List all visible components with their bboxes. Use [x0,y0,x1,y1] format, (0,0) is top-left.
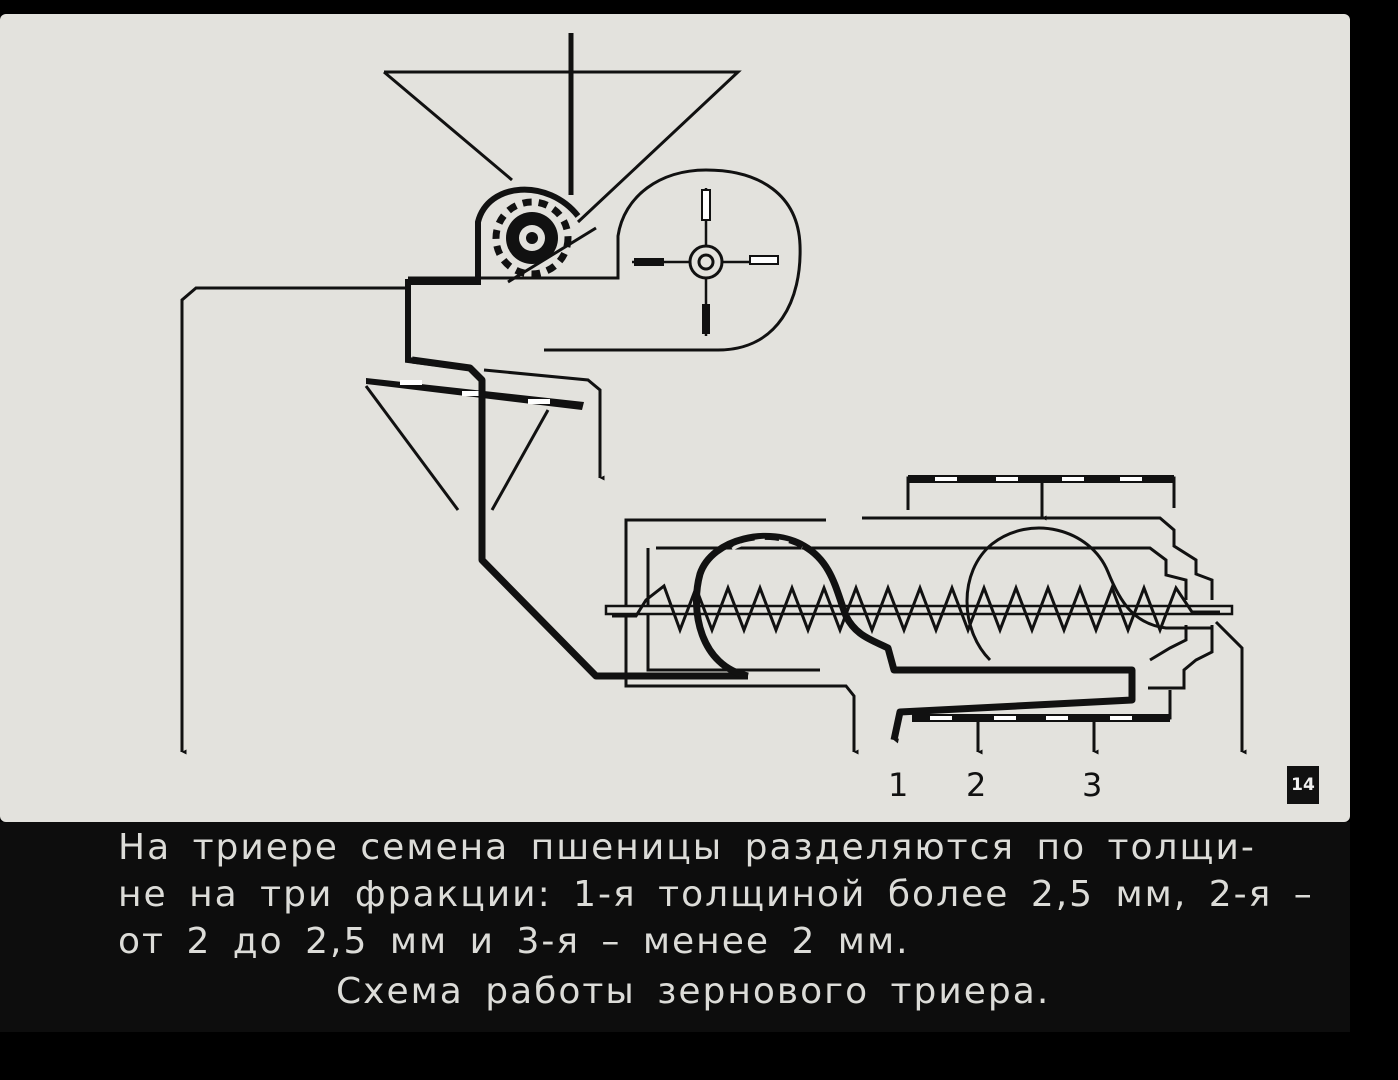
trier-shaft [604,604,1234,616]
light-fraction-path [180,286,408,755]
trough-2-cylinder [965,526,1212,662]
caption-panel [0,822,1350,1032]
caption-line: не на три фракции: 1-я толщиной более 2,… [118,874,1314,915]
fan-housing [408,168,802,352]
output-label-3: 3 [1082,766,1102,804]
feed-roller-gear-icon [492,198,572,278]
hopper [383,70,742,224]
slide-number-badge: 14 [1287,766,1319,804]
caption-line: от 2 до 2,5 мм и 3-я – менее 2 мм. [118,921,910,962]
dust-outlet-path [483,368,605,481]
caption-line: На триере семена пшеницы разделяются по … [118,827,1256,868]
trier-housing [624,516,1247,755]
auger-screw [612,583,1220,635]
feed-roller-housing [405,186,581,371]
caption-title: Схема работы зернового триера. [336,971,1051,1012]
fan-impeller-icon [632,188,779,336]
grain-flow-path [411,356,748,680]
trough-1-cylinder-perforation [702,538,803,587]
output-label-1: 1 [888,766,908,804]
sieve-chute [364,385,550,511]
bottom-tray [912,714,1170,755]
output-label-2: 2 [966,766,986,804]
top-tray [906,475,1176,521]
sieve [366,378,584,410]
roller-lip [507,226,597,284]
trough-1 [693,532,1136,744]
